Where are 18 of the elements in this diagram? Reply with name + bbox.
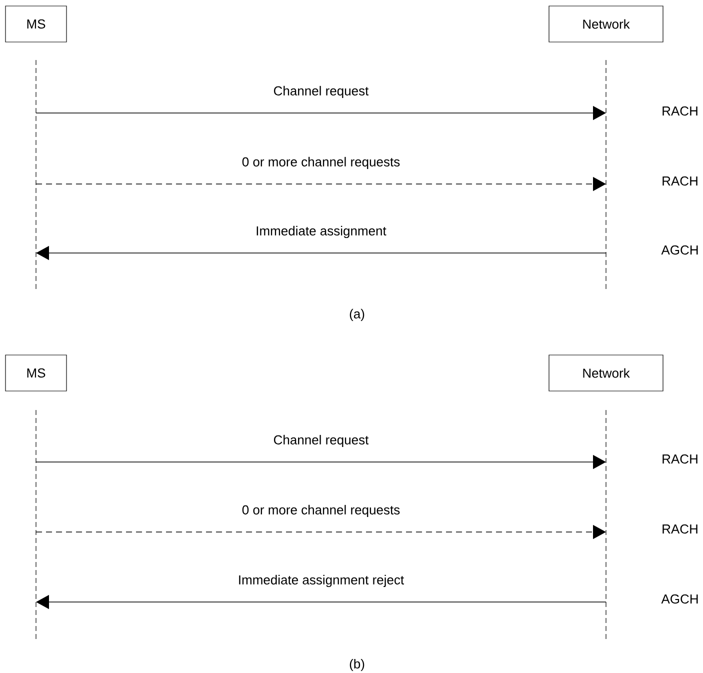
channel-label: RACH xyxy=(662,106,698,116)
channel-label: RACH xyxy=(662,176,698,186)
channel-label: AGCH xyxy=(661,245,698,255)
edge-label: Immediate assignment reject xyxy=(236,574,406,588)
entity-box: MS xyxy=(5,354,67,392)
edge-label: Channel request xyxy=(272,434,370,448)
entity-box: Network xyxy=(548,6,664,42)
edge-label: 0 or more channel requests xyxy=(240,504,402,518)
entity-box: MS xyxy=(5,6,67,42)
channel-label: RACH xyxy=(662,524,698,534)
edge-label: Immediate assignment xyxy=(254,224,388,240)
caption: (b) xyxy=(350,658,364,672)
entity-box: Network xyxy=(548,354,664,392)
channel-label: AGCH xyxy=(661,594,698,604)
edge-label: Channel request xyxy=(272,84,370,100)
channel-label: RACH xyxy=(662,454,698,464)
caption: (a) xyxy=(350,308,364,322)
edge-label: 0 or more channel requests xyxy=(240,156,402,170)
